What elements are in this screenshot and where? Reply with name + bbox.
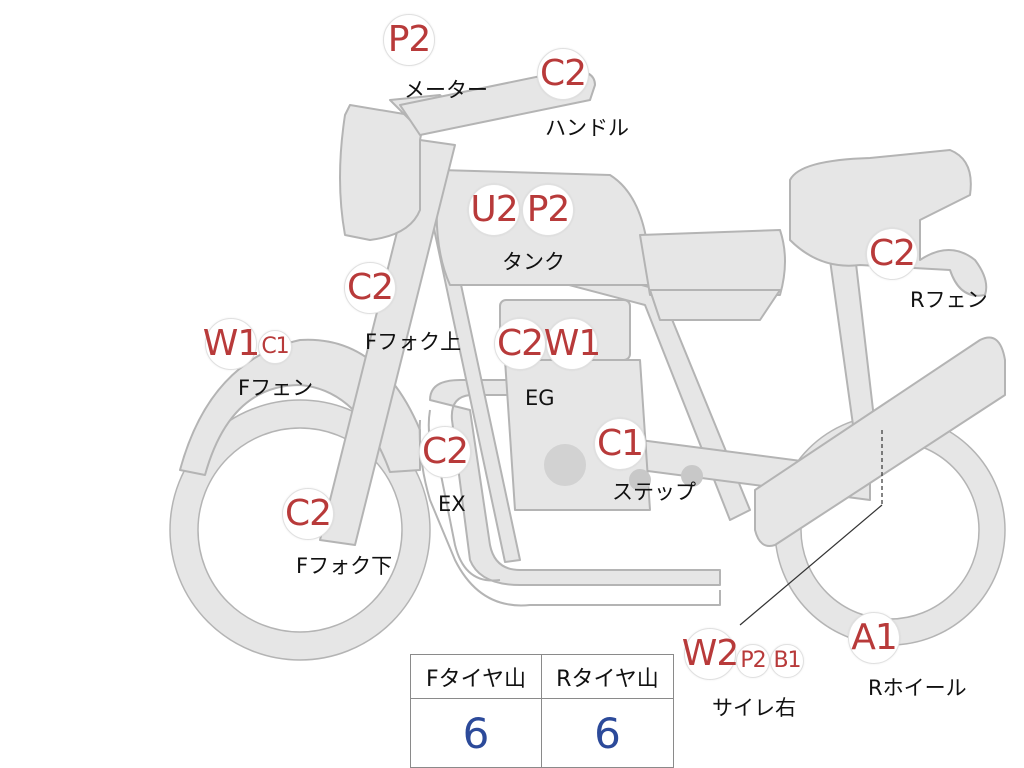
r-wheel-label: Rホイール xyxy=(868,676,967,700)
muffler-rating-badge-2: P2 xyxy=(736,644,770,678)
seat-base xyxy=(649,289,781,321)
tank-rating-badge-2: P2 xyxy=(522,184,574,236)
muffler-rating-badge-1: W2 xyxy=(682,628,739,680)
rear-tire-tread-header: Rタイヤ山 xyxy=(542,655,673,699)
f-fender-rating-badge-1: W1 xyxy=(203,318,260,370)
step-peg-left xyxy=(629,469,651,491)
ex-label: EX xyxy=(438,492,466,516)
meter-rating-badge: P2 xyxy=(383,14,435,66)
f-fork-lower-label: Fフォク下 xyxy=(296,554,393,578)
front-wheel-inner-edge xyxy=(197,427,403,633)
muffler-rating-badge-3: B1 xyxy=(770,644,804,678)
tank-rating-badge-1: U2 xyxy=(468,184,520,236)
step-rating-badge: C1 xyxy=(594,418,646,470)
eg-rating-badge-1: C2 xyxy=(494,318,546,370)
r-fender-rating-badge: C2 xyxy=(866,228,918,280)
rear-tire-tread-value: 6 xyxy=(594,708,621,758)
handle-label: ハンドル xyxy=(545,116,629,140)
f-fender-rating-badge-2: C1 xyxy=(258,330,292,364)
leader-line-diagonal xyxy=(739,504,883,626)
muffler xyxy=(754,336,1006,547)
seat-tail xyxy=(789,149,988,297)
r-wheel-rating-badge: A1 xyxy=(848,612,900,664)
side-cover xyxy=(639,229,786,296)
handle-rating-badge: C2 xyxy=(537,48,589,100)
r-fender-label: Rフェン xyxy=(910,288,988,312)
front-tire-tread-header: Fタイヤ山 xyxy=(411,655,542,699)
eg-label: EG xyxy=(525,386,555,410)
f-fork-lower-rating-badge: C2 xyxy=(282,488,334,540)
step-label: ステップ xyxy=(612,480,696,504)
eg-rating-badge-2: W1 xyxy=(544,318,601,370)
engine-cover xyxy=(544,444,586,486)
front-fork xyxy=(319,139,456,546)
exhaust-pipe-upper xyxy=(429,379,721,586)
f-fork-upper-label: Fフォク上 xyxy=(365,330,462,354)
ex-rating-badge: C2 xyxy=(419,426,471,478)
f-fork-upper-rating-badge: C2 xyxy=(344,262,396,314)
front-wheel-outer-edge xyxy=(169,399,431,661)
meter-label: メーター xyxy=(404,78,488,102)
f-fender-label: Fフェン xyxy=(238,376,314,400)
front-tire-tread-value: 6 xyxy=(411,699,542,767)
muffler-label: サイレ右 xyxy=(712,696,796,720)
step-peg-right xyxy=(681,465,703,487)
tire-tread-table: Fタイヤ山 Rタイヤ山 6 6 xyxy=(410,654,674,768)
front-wheel xyxy=(170,400,430,660)
headlight xyxy=(339,104,423,241)
tank-label: タンク xyxy=(502,250,565,274)
